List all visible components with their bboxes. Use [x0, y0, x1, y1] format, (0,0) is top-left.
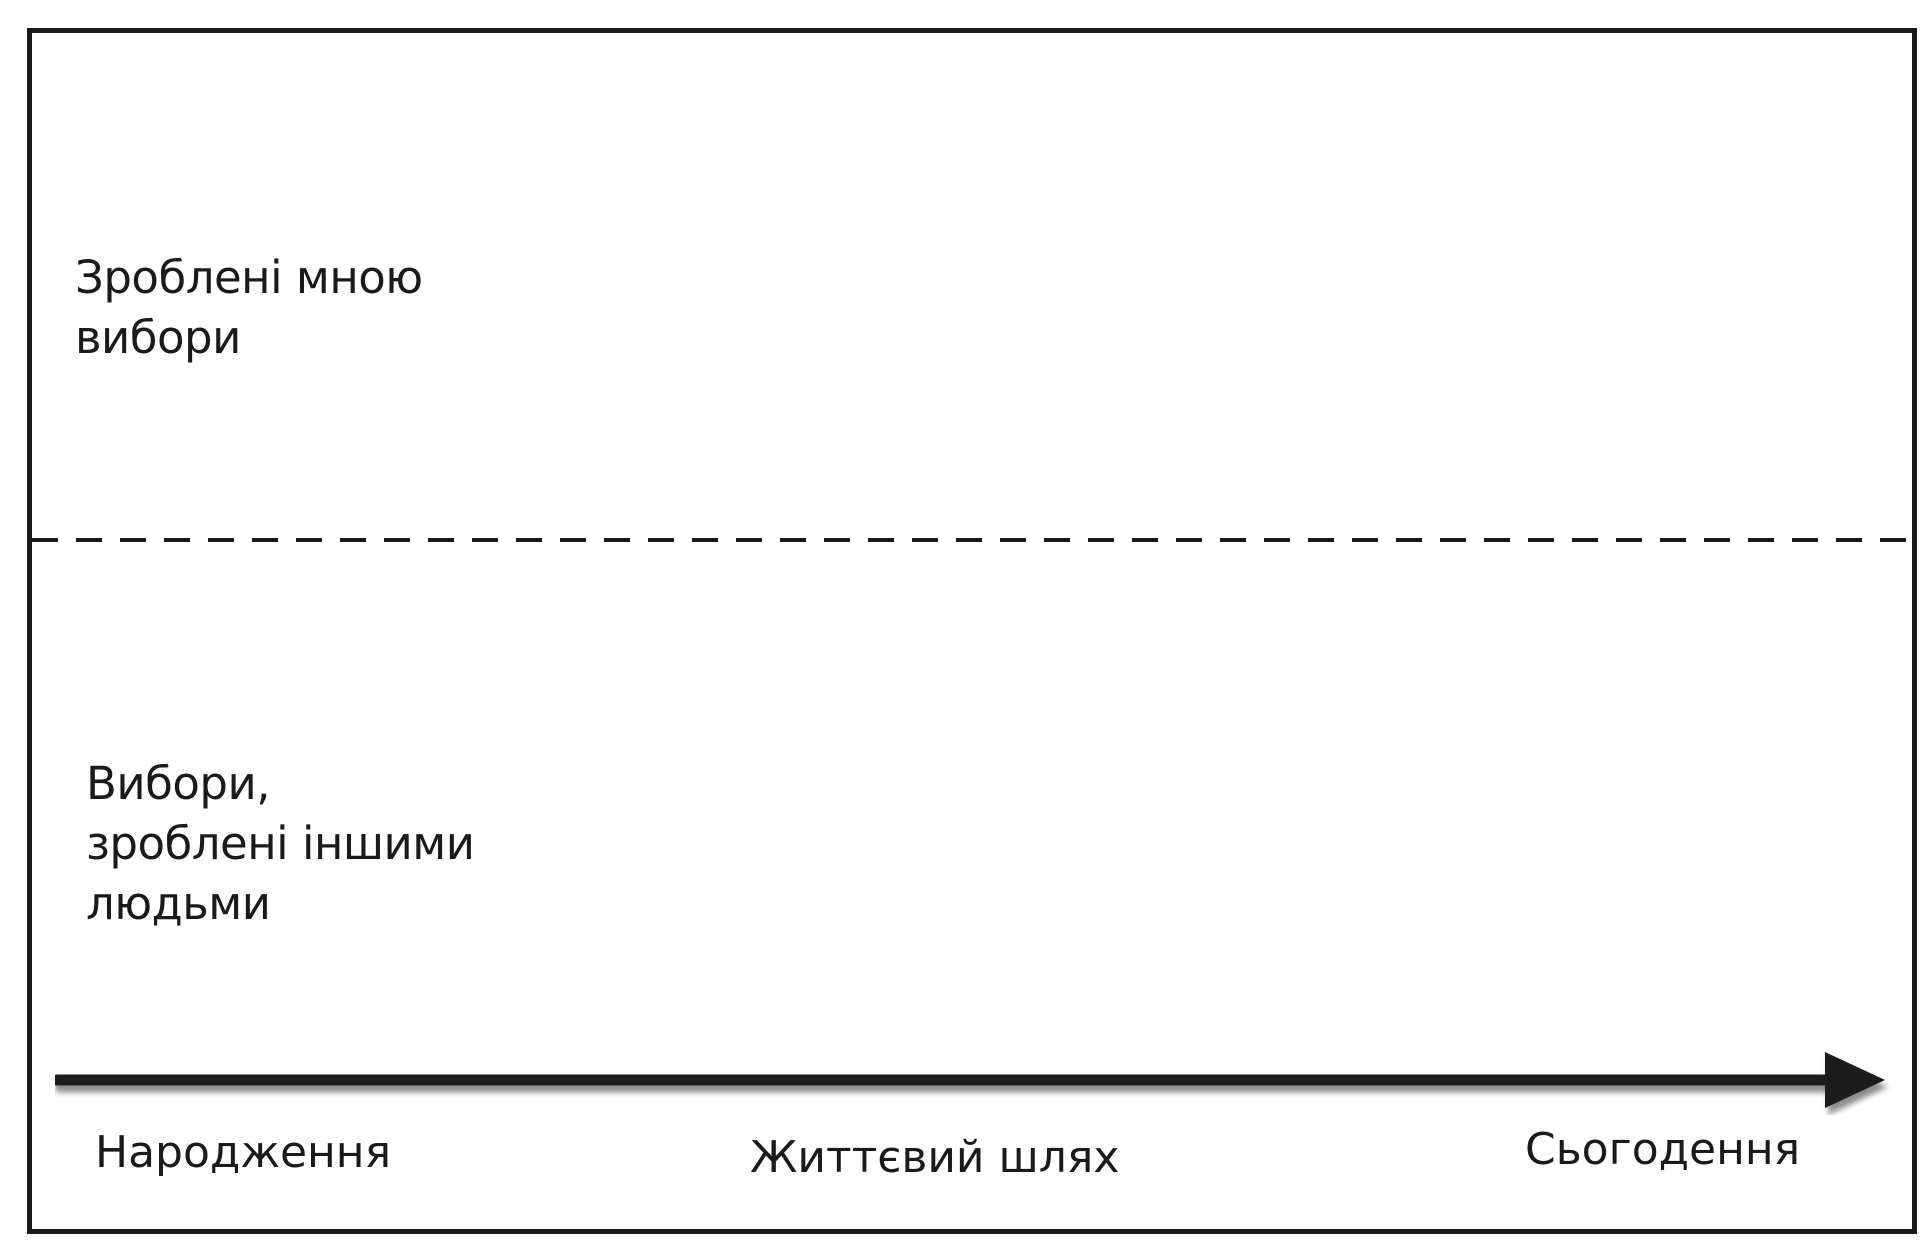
bottom-region-label: Вибори, зроблені іншими людьми [86, 754, 475, 934]
axis-start-label: Народження [95, 1127, 392, 1178]
axis-middle-label: Життєвий шлях [750, 1132, 1120, 1183]
axis-end-label: Сьогодення [1525, 1124, 1801, 1175]
life-path-arrow [55, 1052, 1885, 1108]
top-region-label-line-2: вибори [75, 311, 241, 364]
top-region-label: Зроблені мною вибори [75, 248, 423, 368]
bottom-region-label-line-3: людьми [86, 877, 271, 930]
bottom-region-label-line-2: зроблені іншими [86, 817, 475, 870]
diagram-frame [27, 28, 1917, 1234]
dashed-divider [32, 538, 1912, 542]
arrow-head [1825, 1052, 1885, 1108]
bottom-region-label-line-1: Вибори, [86, 757, 271, 810]
top-region-label-line-1: Зроблені мною [75, 251, 423, 304]
